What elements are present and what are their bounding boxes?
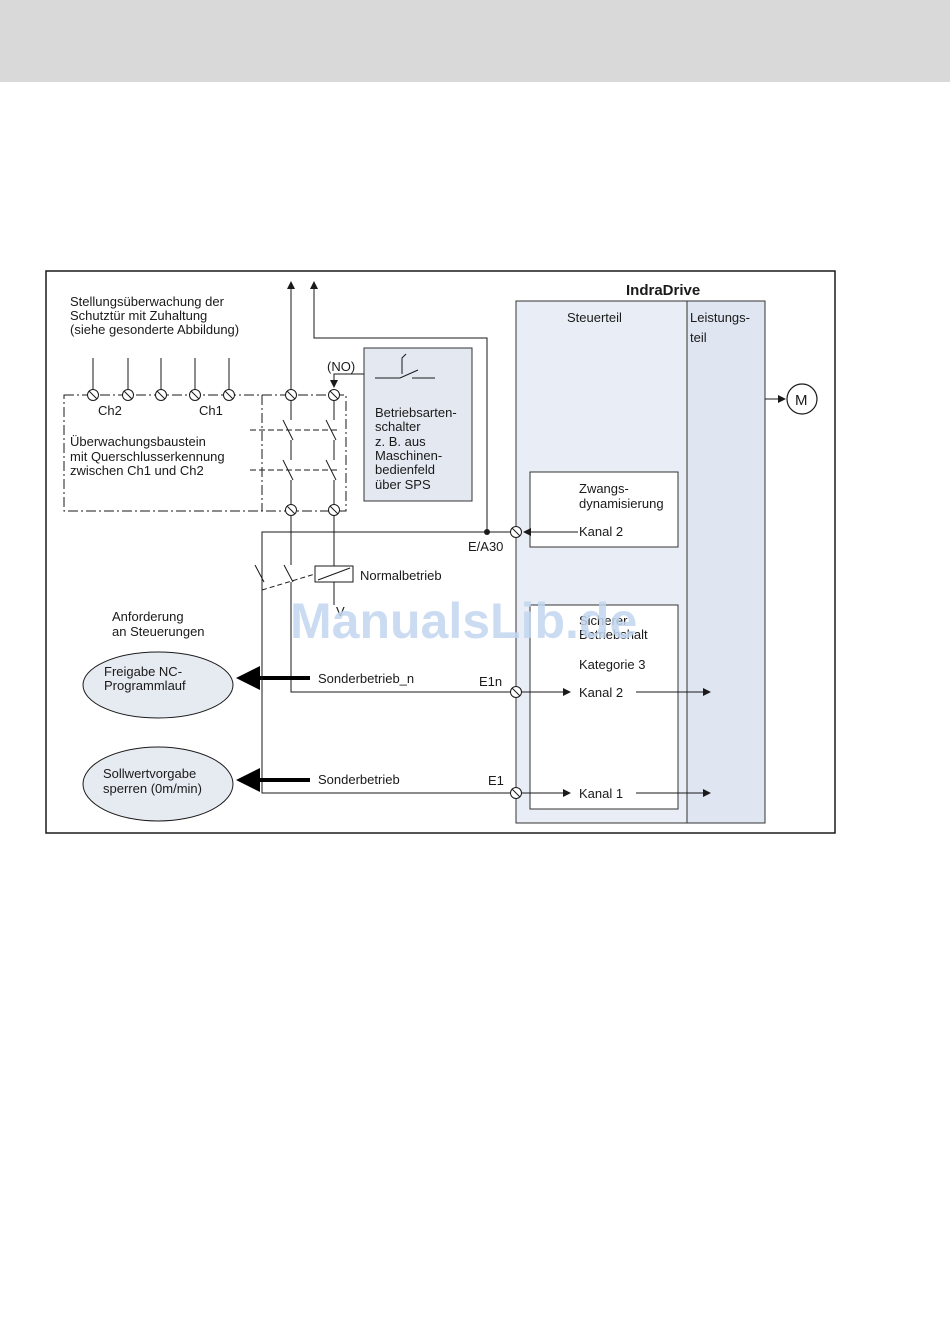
motor-label: M [795,392,808,409]
betriebsartenschalter-box [363,347,473,502]
ch2-label: Ch2 [98,403,122,418]
page-header-bar [0,0,950,82]
sonderbetrieb-label: Sonderbetrieb [318,772,400,787]
leistungsteil-label-1: Leistungs- [690,310,750,325]
steuerteil-label: Steuerteil [567,310,622,325]
sollwert-label-1: Sollwertvorgabe [103,766,196,781]
sicher-label-2: Betriebshalt [579,627,648,642]
betriebsarten-1: Betriebsarten- [375,405,457,420]
sonderbetrieb-n-label: Sonderbetrieb_n [318,671,414,686]
ueberwachung-label-2: mit Querschlusserkennung [70,449,225,464]
ueberwachungsbaustein-box [63,394,347,512]
betriebsarten-2: schalter [375,419,421,434]
anforderung-label-2: an Steuerungen [112,624,205,639]
indradrive-title: IndraDrive [626,282,700,299]
normalbetrieb-label: Normalbetrieb [360,568,442,583]
zwangsdynamisierung-block [529,471,679,548]
stellung-label-1: Stellungsüberwachung der [70,294,225,309]
sicher-label-1: Sicherer [579,613,628,628]
ch1-label: Ch1 [199,403,223,418]
sollwert-label-2: sperren (0m/min) [103,781,202,796]
zwangs-kanal2: Kanal 2 [579,524,623,539]
freigabe-label-1: Freigabe NC- [104,664,182,679]
sicherer-betriebshalt-block [529,604,679,810]
anforderung-label-1: Anforderung [112,609,184,624]
sicher-kanal2: Kanal 2 [579,685,623,700]
sollwert-ellipse [82,746,234,822]
leistungsteil-label-2: teil [690,330,707,345]
no-label: (NO) [327,359,355,374]
motor-symbol [786,383,818,415]
betriebsarten-4: Maschinen- [375,448,442,463]
e1n-label: E1n [479,674,502,689]
watermark: ManualsLib.de [290,593,637,649]
ea30-label: E/A30 [468,539,503,554]
zwangs-label-2: dynamisierung [579,496,664,511]
betriebsarten-6: über SPS [375,477,431,492]
leistungsteil-block [686,300,766,824]
ueberwachung-label-1: Überwachungsbaustein [70,434,206,449]
sicher-kategorie: Kategorie 3 [579,657,646,672]
freigabe-ellipse [82,651,234,719]
sicher-kanal1: Kanal 1 [579,786,623,801]
zwangs-label-1: Zwangs- [579,481,629,496]
betriebsarten-3: z. B. aus [375,434,426,449]
betriebsarten-5: bedienfeld [375,462,435,477]
stellung-label-3: (siehe gesonderte Abbildung) [70,322,239,337]
stellung-label-2: Schutztür mit Zuhaltung [70,308,207,323]
ueberwachung-label-3: zwischen Ch1 und Ch2 [70,463,204,478]
e1-label: E1 [488,773,504,788]
freigabe-label-2: Programmlauf [104,678,186,693]
v-label: V [336,604,345,619]
